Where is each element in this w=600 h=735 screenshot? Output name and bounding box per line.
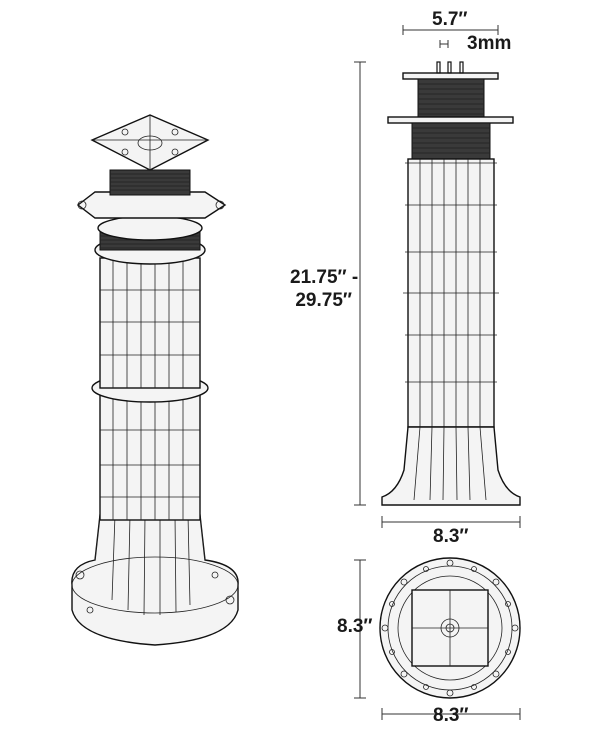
top-width-label: 5.7″ bbox=[432, 9, 468, 30]
isometric-pedestal-view bbox=[71, 114, 239, 646]
height-label-line1: 21.75″ - bbox=[290, 267, 359, 288]
height-label-line2: 29.75″ bbox=[295, 290, 352, 311]
dimension-lines bbox=[354, 25, 521, 720]
base-width-side-label: 8.3″ bbox=[433, 526, 469, 547]
base-depth-label: 8.3″ bbox=[337, 616, 373, 637]
base-width-plan-label: 8.3″ bbox=[433, 705, 469, 726]
tab-width-label: 3mm bbox=[467, 33, 512, 54]
side-elevation-view bbox=[381, 61, 521, 506]
plan-view bbox=[379, 557, 521, 699]
